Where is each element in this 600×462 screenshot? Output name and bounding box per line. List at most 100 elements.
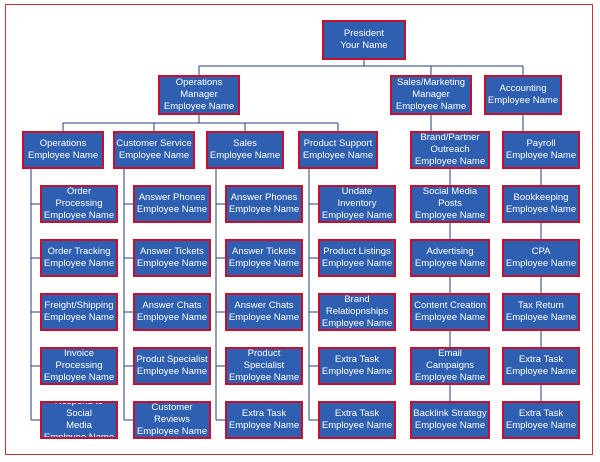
employee-name: Employee Name (118, 150, 190, 161)
employee-name: Employee Name (414, 372, 486, 383)
box-title: Customer Reviews (151, 402, 193, 425)
employee-name: Employee Name (414, 156, 486, 167)
employee-name: Employee Name (321, 258, 393, 269)
employee-name: Employee Name (136, 258, 208, 269)
box-title: Extra Task (334, 354, 380, 365)
chart-frame (5, 4, 593, 455)
box-title: Operations (39, 138, 87, 149)
box-title: Sales/Marketing Manager (396, 77, 466, 100)
box-title: Answer Phones (138, 192, 206, 203)
employee-name: Employee Name (505, 258, 577, 269)
employee-name: Employee Name (321, 366, 393, 377)
employee-name: Employee Name (43, 372, 115, 383)
box-title: Extra Task (334, 408, 380, 419)
employee-name: Employee Name (209, 150, 281, 161)
box-title: Answer Chats (234, 300, 294, 311)
employee-name: Employee Name (163, 101, 235, 112)
employee-name: Employee Name (136, 312, 208, 323)
employee-name: Employee Name (505, 150, 577, 161)
box-title: Produt Specialist (136, 354, 208, 365)
box-title: Answer Phones (230, 192, 298, 203)
employee-name: Employee Name (43, 210, 115, 221)
box-title: Product Specialist (243, 348, 285, 371)
box-title: Brand Relatiopnships (325, 294, 389, 317)
box-title: Order Tracking (47, 246, 111, 257)
box-title: Email Campaigns (425, 348, 475, 371)
employee-name: Employee Name (321, 210, 393, 221)
box-title: CPA (531, 246, 551, 257)
box-title: Respond to Social Media (54, 401, 104, 431)
employee-name: Employee Name (302, 150, 374, 161)
employee-name: Employee Name (43, 312, 115, 323)
employee-name: Employee Name (136, 426, 208, 437)
employee-name: Employee Name (43, 258, 115, 269)
box-title: Order Processing (55, 186, 103, 209)
box-title: Extra Task (518, 408, 564, 419)
box-title: Extra Task (518, 354, 564, 365)
employee-name: Employee Name (505, 312, 577, 323)
box-title: Payroll (526, 138, 556, 149)
employee-name: Employee Name (505, 420, 577, 431)
box-title: Product Listings (323, 246, 391, 257)
box-title: Advertising (426, 246, 474, 257)
employee-name: Employee Name (228, 372, 300, 383)
employee-name: Employee Name (228, 258, 300, 269)
employee-name: Employee Name (414, 258, 486, 269)
employee-name: Employee Name (136, 204, 208, 215)
box-title: Sales (233, 138, 257, 149)
employee-name: Employee Name (43, 432, 115, 439)
box-title: Brand/Partner Outreach (420, 132, 480, 155)
employee-name: Employee Name (321, 420, 393, 431)
employee-name: Employee Name (27, 150, 99, 161)
box-title: Extra Task (241, 408, 287, 419)
employee-name: Employee Name (414, 420, 486, 431)
employee-name: Employee Name (505, 204, 577, 215)
box-title: Product Support (303, 138, 373, 149)
box-title: President (343, 28, 385, 39)
employee-name: Your Name (340, 40, 388, 51)
box-title: Undate Inventory (337, 186, 377, 209)
box-title: Freight/Shipping (44, 300, 114, 311)
employee-name: Employee Name (487, 95, 559, 106)
box-title: Customer Service (116, 138, 192, 149)
box-title: Backlink Strategy (413, 408, 487, 419)
employee-name: Employee Name (414, 312, 486, 323)
box-title: Content Creation (414, 300, 486, 311)
box-title: Tax Return (518, 300, 564, 311)
employee-name: Employee Name (136, 366, 208, 377)
employee-name: Employee Name (228, 312, 300, 323)
employee-name: Employee Name (505, 366, 577, 377)
